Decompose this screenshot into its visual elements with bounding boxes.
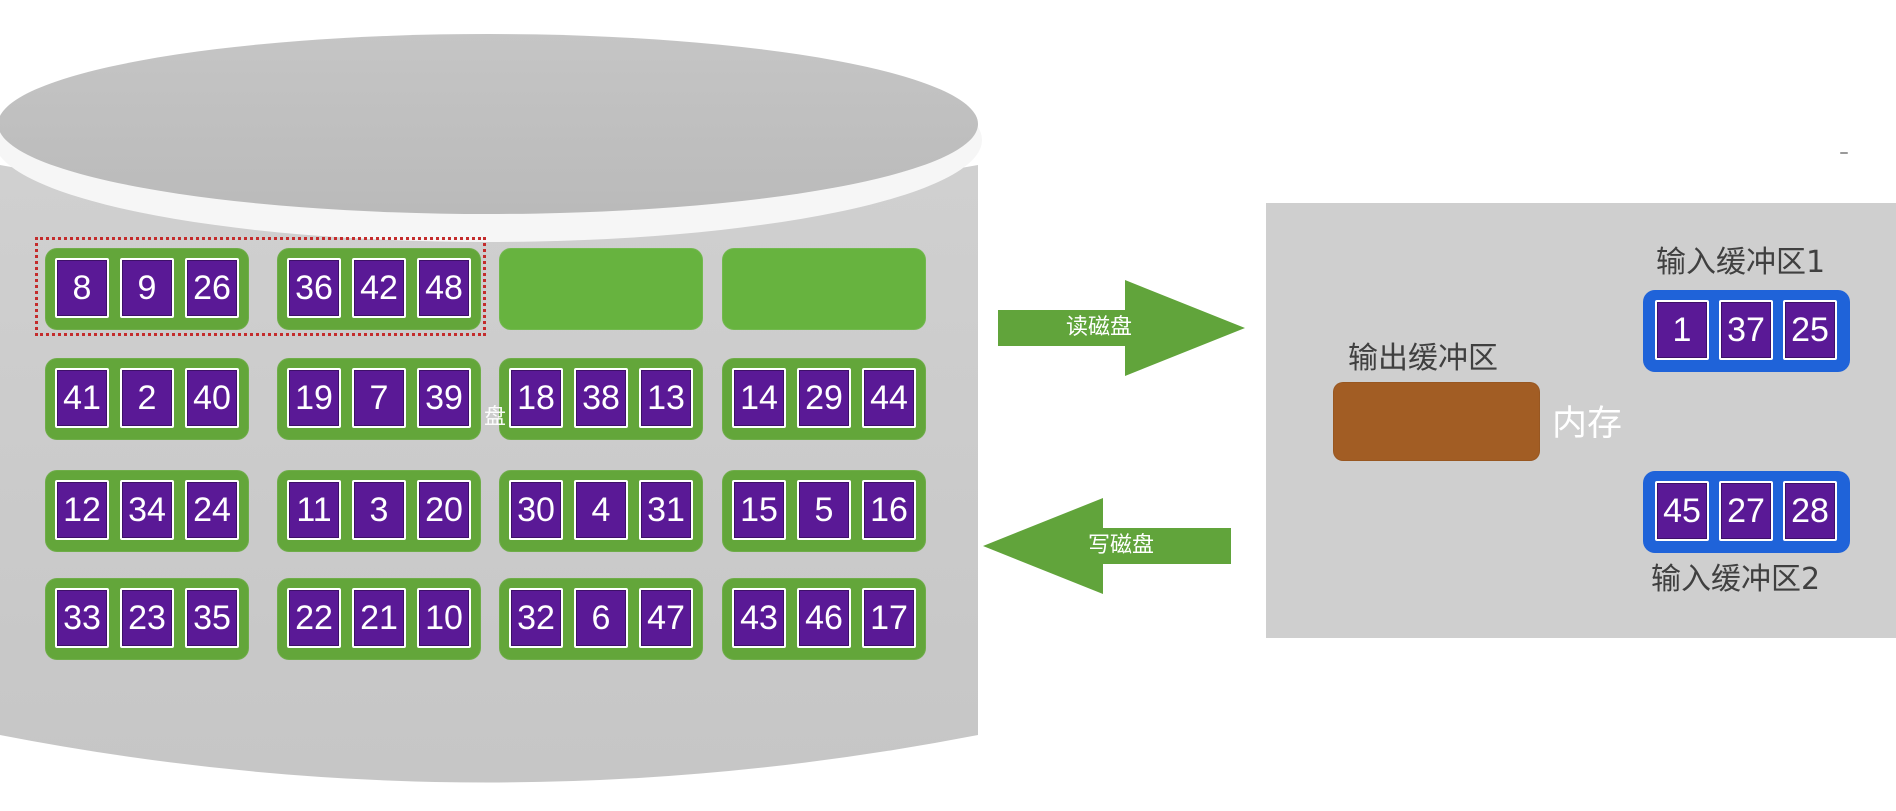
disk-record-cell: 11 xyxy=(287,480,341,540)
disk-record-cell: 16 xyxy=(862,480,916,540)
disk-record-cell: 2 xyxy=(120,368,174,428)
disk-record-cell: 8 xyxy=(55,258,109,318)
empty-disk-block-group xyxy=(499,248,703,330)
input-buffer-1-label: 输入缓冲区1 xyxy=(1656,245,1826,280)
buffer-record-cell: 1 xyxy=(1655,300,1709,360)
disk-record-cell: 4 xyxy=(574,480,628,540)
disk-record-cell: 19 xyxy=(287,368,341,428)
disk-record-cell: 24 xyxy=(185,480,239,540)
disk-record-cell: 47 xyxy=(639,588,693,648)
disk-record-cell: 36 xyxy=(287,258,341,318)
disk-record-cell: 23 xyxy=(120,588,174,648)
disk-record-cell: 26 xyxy=(185,258,239,318)
disk-record-cell: 14 xyxy=(732,368,786,428)
buffer-record-cell: 27 xyxy=(1719,481,1773,541)
disk-record-cell: 20 xyxy=(417,480,471,540)
disk-record-cell: 30 xyxy=(509,480,563,540)
disk-record-cell: 48 xyxy=(417,258,471,318)
disk-record-cell: 34 xyxy=(120,480,174,540)
disk-record-cell: 40 xyxy=(185,368,239,428)
disk-record-cell: 35 xyxy=(185,588,239,648)
disk-record-cell: 6 xyxy=(574,588,628,648)
input-buffer-2-label: 输入缓冲区2 xyxy=(1651,562,1821,597)
disk-record-cell: 10 xyxy=(417,588,471,648)
disk-record-cell: 33 xyxy=(55,588,109,648)
read-disk-label: 读磁盘 xyxy=(1066,315,1133,340)
disk-top xyxy=(0,34,978,214)
disk-record-cell: 44 xyxy=(862,368,916,428)
write-disk-arrow xyxy=(983,498,1231,594)
disk-record-cell: 17 xyxy=(862,588,916,648)
buffer-record-cell: 37 xyxy=(1719,300,1773,360)
disk-record-cell: 21 xyxy=(352,588,406,648)
disk-record-cell: 39 xyxy=(417,368,471,428)
disk-record-cell: 15 xyxy=(732,480,786,540)
disk-record-cell: 12 xyxy=(55,480,109,540)
output-buffer xyxy=(1333,382,1540,461)
disk-record-cell: 3 xyxy=(352,480,406,540)
buffer-record-cell: 28 xyxy=(1783,481,1837,541)
disk-record-cell: 31 xyxy=(639,480,693,540)
disk-record-cell: 42 xyxy=(352,258,406,318)
disk-record-cell: 32 xyxy=(509,588,563,648)
partial-disk-label: 盘 xyxy=(484,405,507,430)
output-buffer-label: 输出缓冲区 xyxy=(1348,341,1498,376)
corner-mark xyxy=(1840,152,1848,154)
disk-record-cell: 9 xyxy=(120,258,174,318)
buffer-record-cell: 45 xyxy=(1655,481,1709,541)
disk-record-cell: 38 xyxy=(574,368,628,428)
disk-record-cell: 41 xyxy=(55,368,109,428)
empty-disk-block-group xyxy=(722,248,926,330)
disk-record-cell: 43 xyxy=(732,588,786,648)
write-disk-label: 写磁盘 xyxy=(1088,533,1155,558)
read-disk-arrow xyxy=(998,280,1245,376)
disk-record-cell: 5 xyxy=(797,480,851,540)
buffer-record-cell: 25 xyxy=(1783,300,1837,360)
disk-record-cell: 29 xyxy=(797,368,851,428)
disk-record-cell: 7 xyxy=(352,368,406,428)
memory-title: 内存 xyxy=(1552,404,1623,444)
disk-record-cell: 18 xyxy=(509,368,563,428)
disk-record-cell: 13 xyxy=(639,368,693,428)
disk-record-cell: 46 xyxy=(797,588,851,648)
disk-record-cell: 22 xyxy=(287,588,341,648)
